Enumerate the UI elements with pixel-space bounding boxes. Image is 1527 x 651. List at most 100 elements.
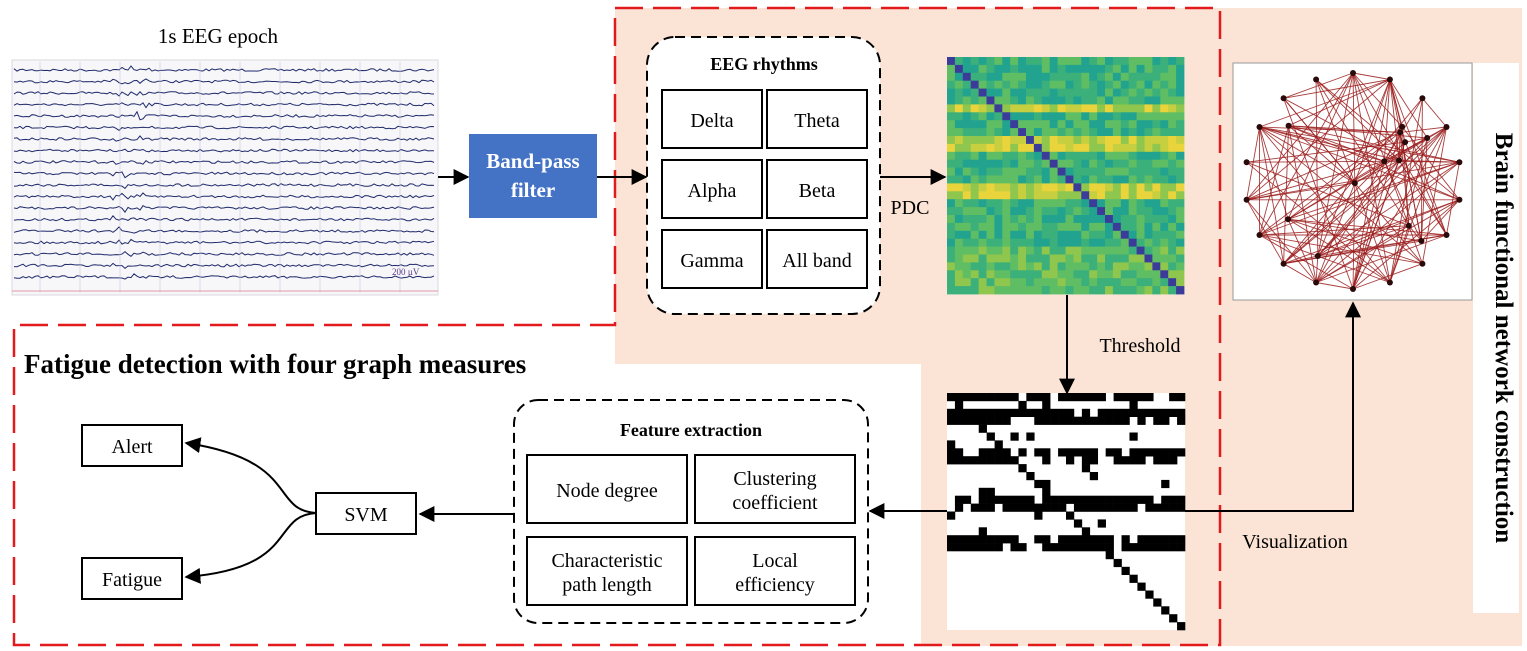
pdc-cell bbox=[1002, 238, 1011, 247]
pdc-cell bbox=[1152, 230, 1161, 240]
pdc-cell bbox=[947, 167, 956, 176]
pdc-cell bbox=[1002, 159, 1011, 168]
binary-cell bbox=[1097, 503, 1106, 512]
pdc-cell bbox=[1160, 278, 1169, 287]
network-edge bbox=[1315, 79, 1356, 184]
pdc-cell bbox=[947, 215, 956, 224]
pdc-cell bbox=[978, 120, 987, 129]
network-edge bbox=[1408, 225, 1423, 264]
binary-cell bbox=[1034, 503, 1043, 512]
binary-cell bbox=[1010, 503, 1019, 512]
binary-cell bbox=[1121, 535, 1130, 544]
network-edge bbox=[1246, 141, 1406, 163]
pdc-cell bbox=[1018, 278, 1027, 287]
pdc-cell bbox=[1152, 215, 1161, 224]
pdc-cell bbox=[978, 159, 987, 168]
pdc-cell bbox=[1160, 191, 1169, 200]
binary-cell bbox=[986, 503, 995, 512]
binary-cell bbox=[1073, 543, 1083, 552]
pdc-cell bbox=[1152, 183, 1161, 192]
pdc-cell bbox=[986, 270, 995, 279]
pdc-cell bbox=[1168, 207, 1177, 216]
pdc-cell bbox=[1041, 254, 1051, 263]
pdc-cell bbox=[1018, 151, 1027, 161]
pdc-cell bbox=[1089, 175, 1098, 184]
pdc-cell bbox=[978, 262, 987, 271]
pdc-cell bbox=[1049, 246, 1058, 255]
pdc-cell bbox=[1136, 112, 1145, 121]
pdc-cell bbox=[1160, 96, 1169, 105]
binary-cell bbox=[954, 400, 964, 410]
pdc-cell bbox=[1112, 120, 1122, 129]
binary-cell bbox=[978, 535, 987, 544]
rhythm-box-all-band bbox=[766, 229, 868, 289]
pdc-cell bbox=[1049, 143, 1058, 153]
pdc-cell bbox=[1160, 120, 1169, 129]
pdc-cell bbox=[994, 143, 1003, 153]
pdc-cell bbox=[978, 96, 987, 105]
binary-cell bbox=[954, 408, 964, 417]
pdc-cell bbox=[954, 72, 964, 82]
pdc-cell bbox=[1065, 230, 1074, 240]
pdc-cell bbox=[1002, 207, 1011, 216]
pdc-cell bbox=[1049, 159, 1058, 168]
pdc-cell bbox=[1112, 175, 1122, 184]
pdc-cell bbox=[1026, 80, 1035, 89]
binary-cell bbox=[1113, 408, 1122, 417]
pdc-cell bbox=[962, 270, 972, 279]
pdc-cell bbox=[1128, 238, 1137, 247]
pdc-cell bbox=[1026, 278, 1035, 287]
pdc-cell bbox=[1073, 254, 1082, 263]
pdc-cell bbox=[1152, 199, 1161, 208]
pdc-cell bbox=[1073, 128, 1082, 137]
pdc-cell bbox=[1105, 72, 1114, 82]
pdc-cell bbox=[1105, 104, 1114, 113]
binary-cell bbox=[962, 408, 972, 417]
pdc-cell bbox=[1089, 262, 1098, 271]
pdc-cell bbox=[1049, 167, 1058, 176]
pdc-cell bbox=[1105, 199, 1114, 208]
pdc-cell bbox=[1081, 199, 1090, 208]
pdc-cell bbox=[1105, 246, 1114, 255]
binary-cell bbox=[954, 495, 964, 504]
binary-cell bbox=[1073, 393, 1083, 402]
binary-cell bbox=[1042, 535, 1051, 544]
pdc-cell bbox=[1144, 159, 1153, 168]
pdc-cell bbox=[1176, 80, 1185, 89]
pdc-cell bbox=[962, 112, 972, 121]
pdc-cell bbox=[1057, 96, 1066, 105]
pdc-cell bbox=[1168, 128, 1177, 137]
pdc-cell bbox=[1112, 199, 1122, 208]
pdc-cell bbox=[1081, 262, 1090, 271]
pdc-cell bbox=[1057, 159, 1066, 168]
network-edge bbox=[1283, 263, 1317, 283]
binary-cell bbox=[1129, 495, 1138, 504]
pdc-cell bbox=[1144, 57, 1153, 66]
binary-cell bbox=[1121, 456, 1130, 465]
binary-cell bbox=[1042, 495, 1051, 504]
network-node bbox=[1381, 158, 1388, 165]
binary-cell bbox=[1169, 448, 1178, 457]
pdc-cell bbox=[1136, 88, 1145, 97]
pdc-cell bbox=[1033, 57, 1043, 66]
pdc-cell bbox=[986, 96, 995, 105]
pdc-cell bbox=[962, 159, 972, 168]
binary-cell bbox=[1137, 408, 1146, 417]
pdc-cell bbox=[1081, 183, 1090, 192]
eeg-epoch-plot bbox=[11, 59, 439, 296]
pdc-cell bbox=[1168, 246, 1177, 255]
pdc-cell bbox=[986, 262, 995, 271]
binary-cell bbox=[978, 416, 987, 425]
pdc-cell bbox=[1041, 88, 1051, 97]
binary-cell bbox=[970, 535, 980, 544]
pdc-cell bbox=[986, 57, 995, 66]
binary-cell bbox=[1161, 408, 1170, 417]
network-edge bbox=[1283, 240, 1422, 265]
pdc-cell bbox=[970, 159, 979, 168]
pdc-cell bbox=[1057, 136, 1066, 145]
pdc-cell bbox=[1120, 286, 1130, 295]
binary-cell bbox=[1121, 566, 1130, 575]
pdc-cell bbox=[1112, 136, 1122, 145]
binary-cell bbox=[1066, 408, 1075, 417]
pdc-cell bbox=[1010, 64, 1019, 74]
